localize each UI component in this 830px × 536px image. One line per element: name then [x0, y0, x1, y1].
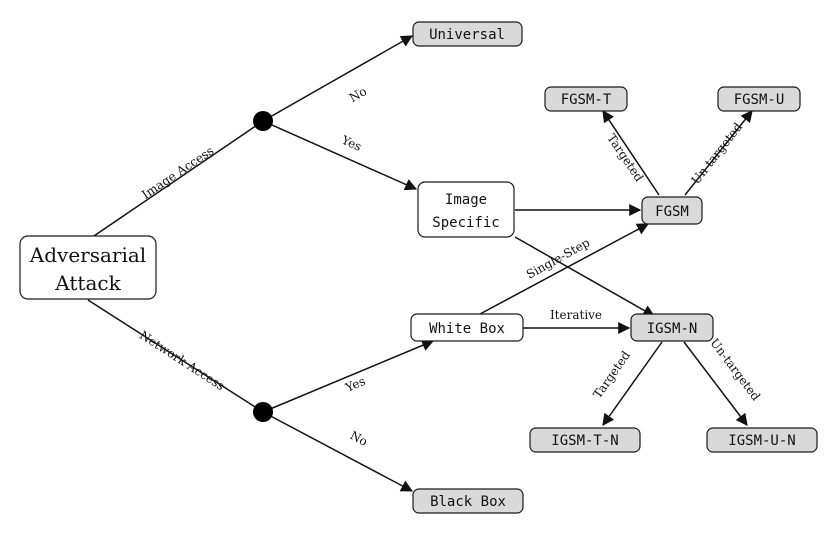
fgsm-t-node: FGSM-T — [544, 86, 628, 112]
image-access-decision-dot — [253, 111, 273, 131]
igsm-u-n-node-label: IGSM-U-N — [728, 433, 795, 449]
edge-igsm-to-igsm-t-n — [602, 341, 663, 426]
edge-root-to-network-decision — [87, 299, 264, 413]
white-box-node-label: White Box — [429, 321, 505, 337]
root-node-line-1: Adversarial — [29, 243, 146, 267]
fgsm-u-node: FGSM-U — [717, 86, 801, 112]
edge-fgsm-to-fgsm-u — [684, 110, 753, 196]
image-specific-node: Image Specific — [417, 181, 515, 238]
white-box-node: White Box — [410, 313, 524, 342]
fgsm-node-label: FGSM — [655, 204, 689, 220]
edge-label-igsm-untargeted: Un-targeted — [707, 336, 763, 404]
fgsm-node: FGSM — [641, 196, 703, 225]
edge-to-universal — [262, 35, 414, 122]
fgsm-u-node-label: FGSM-U — [734, 92, 785, 108]
black-box-node-label: Black Box — [430, 494, 506, 510]
igsm-n-node: IGSM-N — [630, 313, 714, 342]
edge-fgsm-to-fgsm-t — [602, 110, 660, 196]
fgsm-t-node-label: FGSM-T — [561, 92, 612, 108]
edge-to-white-box — [262, 339, 435, 413]
edge-label-iterative: Iterative — [550, 308, 602, 322]
edge-root-to-image-decision — [87, 120, 264, 241]
image-specific-line-1: Image — [445, 192, 487, 208]
igsm-t-n-node: IGSM-T-N — [529, 427, 641, 453]
image-specific-line-2: Specific — [432, 215, 499, 231]
edge-label-yes-top: Yes — [339, 132, 364, 153]
edge-to-black-box — [262, 411, 414, 492]
edge-image-specific-to-igsm — [514, 236, 656, 317]
edge-to-image-specific — [262, 120, 418, 191]
edge-label-fgsm-untargeted: Un-targeted — [689, 120, 746, 187]
edge-label-image-access: Image Access — [139, 144, 216, 202]
universal-node-label: Universal — [429, 27, 505, 43]
edge-white-box-to-fgsm — [479, 223, 650, 315]
edge-label-no-bottom: No — [348, 428, 370, 449]
network-access-decision-dot — [253, 402, 273, 422]
edge-label-no-top: No — [347, 84, 369, 105]
root-node: Adversarial Attack — [19, 235, 157, 300]
black-box-node: Black Box — [412, 488, 524, 514]
igsm-t-n-node-label: IGSM-T-N — [551, 433, 618, 449]
edge-label-fgsm-targeted: Targeted — [604, 131, 646, 184]
edge-label-network-access: Network Access — [137, 328, 227, 393]
root-node-line-2: Attack — [54, 271, 121, 295]
edge-label-igsm-targeted: Targeted — [590, 348, 633, 401]
igsm-u-n-node: IGSM-U-N — [706, 427, 818, 453]
igsm-n-node-label: IGSM-N — [647, 321, 698, 337]
universal-node: Universal — [412, 21, 523, 47]
edge-igsm-to-igsm-u-n — [683, 341, 748, 426]
